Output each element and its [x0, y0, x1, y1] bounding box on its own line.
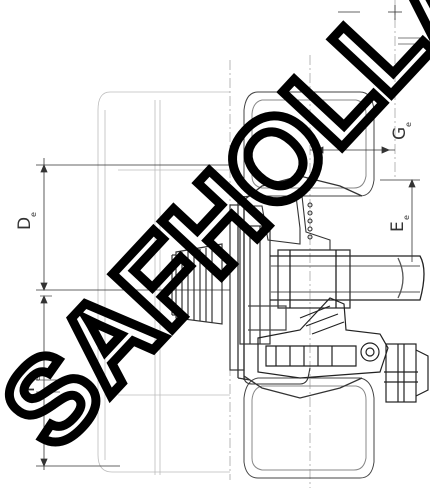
axle-beam	[270, 249, 425, 309]
construction-outline	[97, 91, 230, 475]
brake-disc	[229, 204, 271, 371]
label-f-sub: e	[33, 376, 42, 381]
knuckle-bracket	[248, 195, 331, 250]
label-e: E e	[388, 215, 411, 232]
tick-marks	[36, 37, 426, 393]
label-g-letter: G	[390, 127, 410, 140]
brake-caliper	[248, 297, 389, 379]
label-d-sub: e	[29, 212, 38, 217]
lower-tire	[243, 377, 375, 479]
label-f-letter: F	[19, 382, 39, 392]
air-line	[243, 367, 311, 385]
brake-chamber	[384, 343, 429, 403]
label-e-letter: E	[388, 221, 408, 232]
label-g-sub: e	[404, 122, 413, 127]
dimension-e	[380, 178, 420, 262]
upper-tire	[243, 91, 375, 197]
label-d: D e	[15, 212, 38, 230]
dimension-g	[310, 5, 402, 154]
label-f: F e	[19, 376, 42, 392]
dimension-d	[36, 158, 230, 292]
label-g: G e	[390, 122, 413, 140]
hub-cap	[171, 243, 223, 325]
label-d-letter: D	[15, 217, 35, 230]
dimension-f	[36, 294, 120, 470]
label-e-sub: e	[402, 215, 411, 220]
